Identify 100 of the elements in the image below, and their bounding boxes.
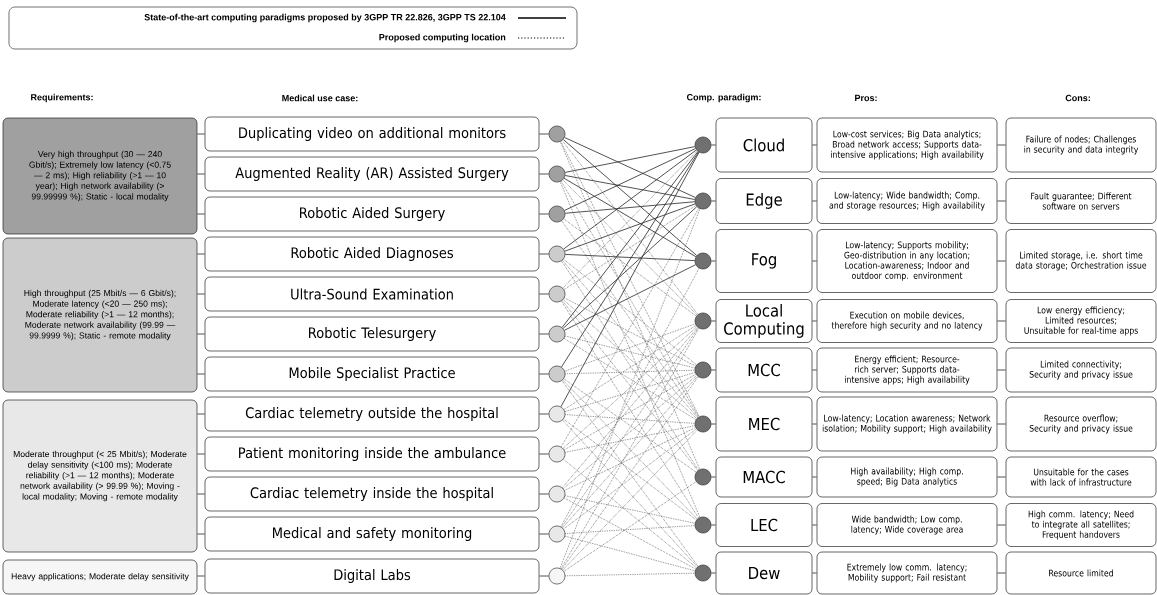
paradigm-box: MACC xyxy=(715,456,813,498)
connector-line xyxy=(538,213,550,215)
connector-line xyxy=(538,413,550,415)
use-case-box: Patient monitoring inside the ambulance xyxy=(204,436,540,472)
requirement-box: Heavy applications; Moderate delay sensitivity xyxy=(2,559,198,595)
pros-box: Low-latency; Supports mobility; Geo-distribution in any location; Location-awareness; Indoor and outdoor comp. environment xyxy=(816,229,998,293)
connector-line xyxy=(811,260,818,262)
use-case-box: Digital Labs xyxy=(204,558,540,594)
connection-line xyxy=(564,146,696,173)
connector-line xyxy=(811,144,818,146)
connection-line xyxy=(564,203,696,252)
paradigm-box: Dew xyxy=(715,551,813,595)
connector-line xyxy=(996,144,1007,146)
bracket-line xyxy=(196,493,206,495)
paradigm-box: LEC xyxy=(715,503,813,547)
connector-line xyxy=(811,369,818,371)
connection-line xyxy=(559,141,701,470)
pros-box: High availability; High comp. speed; Big Data analytics xyxy=(816,456,998,498)
use-case-box: Ultra-Sound Examination xyxy=(204,276,540,312)
connection-line xyxy=(563,428,697,530)
connection-line xyxy=(561,300,699,519)
connection-line xyxy=(564,495,696,524)
connection-line xyxy=(564,323,696,372)
cons-box: Limited connectivity; Security and privacy issue xyxy=(1005,347,1157,393)
requirement-box: Moderate throughput (< 25 Mbit/s); Moderate delay sensitivity (<100 ms); Moderate reliability (>1 — 12 months); Moderate network availability (> 99.99 %); Moving - local modality; Moving - remote modality xyxy=(2,399,198,553)
use-case-box: Cardiac telemetry outside the hospital xyxy=(204,396,540,432)
use-case-box: Duplicating video on additional monitors xyxy=(204,116,540,152)
connector-circle xyxy=(548,165,566,183)
connector-line xyxy=(710,144,717,146)
legend-text: State-of-the-art computing paradigms proposed by 3GPP TR 22.826, 3GPP TS 22.104 xyxy=(144,13,506,23)
legend-text: Proposed computing location xyxy=(379,33,506,43)
use-case-box: Robotic Aided Surgery xyxy=(204,196,540,232)
connection-line xyxy=(560,268,700,527)
connector-line xyxy=(811,320,818,322)
use-case-box: Robotic Aided Diagnoses xyxy=(204,236,540,272)
cons-box: Resource overflow; Security and privacy issue xyxy=(1005,396,1157,452)
connector-line xyxy=(538,533,550,535)
connector-line xyxy=(811,476,818,478)
pros-box: Low-cost services; Big Data analytics; Broad network access; Supports data-intensive applications; High availability xyxy=(816,117,998,173)
connection-line xyxy=(563,497,697,570)
use-case-box: Mobile Specialist Practice xyxy=(204,356,540,392)
connector-line xyxy=(996,524,1007,526)
connector-circle xyxy=(694,136,712,154)
paradigm-box: Local Computing xyxy=(715,299,813,343)
connection-line xyxy=(564,414,696,424)
connection-line xyxy=(564,137,696,198)
connection-line xyxy=(563,177,697,258)
connection-line xyxy=(563,418,697,521)
connection-line xyxy=(564,335,696,369)
connector-line xyxy=(710,476,717,478)
connection-line xyxy=(563,338,697,420)
connection-line xyxy=(564,427,696,491)
connection-line xyxy=(563,373,697,451)
connector-circle xyxy=(694,312,712,330)
column-header: Medical use case: xyxy=(282,94,358,102)
column-header: Pros: xyxy=(855,94,877,102)
connector-line xyxy=(811,524,818,526)
connector-line xyxy=(538,373,550,375)
connection-line xyxy=(562,326,698,449)
connector-line xyxy=(710,320,717,322)
requirement-box: Very high throughput (30 — 240 Gbit/s); Extremely low latency (<0.75 — 2 ms); High reliability (>1 — 10 year); High network availability (> 99.99999 %); Static - local modality xyxy=(2,117,198,235)
connector-line xyxy=(710,524,717,526)
connection-line xyxy=(564,297,696,367)
use-case-box: Cardiac telemetry inside the hospital xyxy=(204,476,540,512)
connection-line xyxy=(564,148,696,211)
connection-line xyxy=(561,260,699,471)
cons-box: Fault guarantee; Different software on servers xyxy=(1005,178,1157,224)
connection-line xyxy=(563,375,697,489)
cons-box: Low energy efficiency; Limited resources; Unsuitable for real-time apps xyxy=(1005,299,1157,343)
connection-line xyxy=(563,378,697,473)
connector-circle xyxy=(548,285,566,303)
bracket-line xyxy=(196,533,206,535)
connector-line xyxy=(996,260,1007,262)
connection-line xyxy=(564,175,696,200)
paradigm-box: MEC xyxy=(715,396,813,452)
connector-line xyxy=(811,423,818,425)
connection-line xyxy=(561,300,699,471)
connector-line xyxy=(538,575,550,577)
requirement-box: High throughput (25 Mbit/s — 6 Gbit/s); Moderate latency (<20 — 250 ms); Moderate reliability (>1 — 12 months); Moderate network availability (99.99 — 99.9999 %); Static - remote modality xyxy=(2,237,198,393)
connection-line xyxy=(563,325,697,410)
connection-line xyxy=(561,151,699,368)
connector-line xyxy=(996,476,1007,478)
paradigm-box: Edge xyxy=(715,178,813,224)
connector-line xyxy=(538,333,550,335)
bracket-line xyxy=(196,133,206,135)
cons-box: Failure of nodes; Challenges in security and data integrity xyxy=(1005,117,1157,173)
pros-box: Low-latency; Wide bandwidth; Comp. and storage resources; High availability xyxy=(816,178,998,224)
pros-box: Energy efficient; Resource-rich server; Supports data-intensive apps; High availability xyxy=(816,347,998,393)
bracket-line xyxy=(196,413,206,415)
connection-line xyxy=(564,264,696,331)
bracket-line xyxy=(196,333,206,335)
connector-line xyxy=(996,369,1007,371)
paradigm-box: MCC xyxy=(715,347,813,393)
connector-circle xyxy=(548,125,566,143)
connection-line xyxy=(563,218,697,317)
connector-circle xyxy=(548,325,566,343)
connection-line xyxy=(562,206,698,329)
connection-line xyxy=(563,481,697,572)
connection-line xyxy=(561,220,699,418)
connection-line xyxy=(562,150,698,289)
